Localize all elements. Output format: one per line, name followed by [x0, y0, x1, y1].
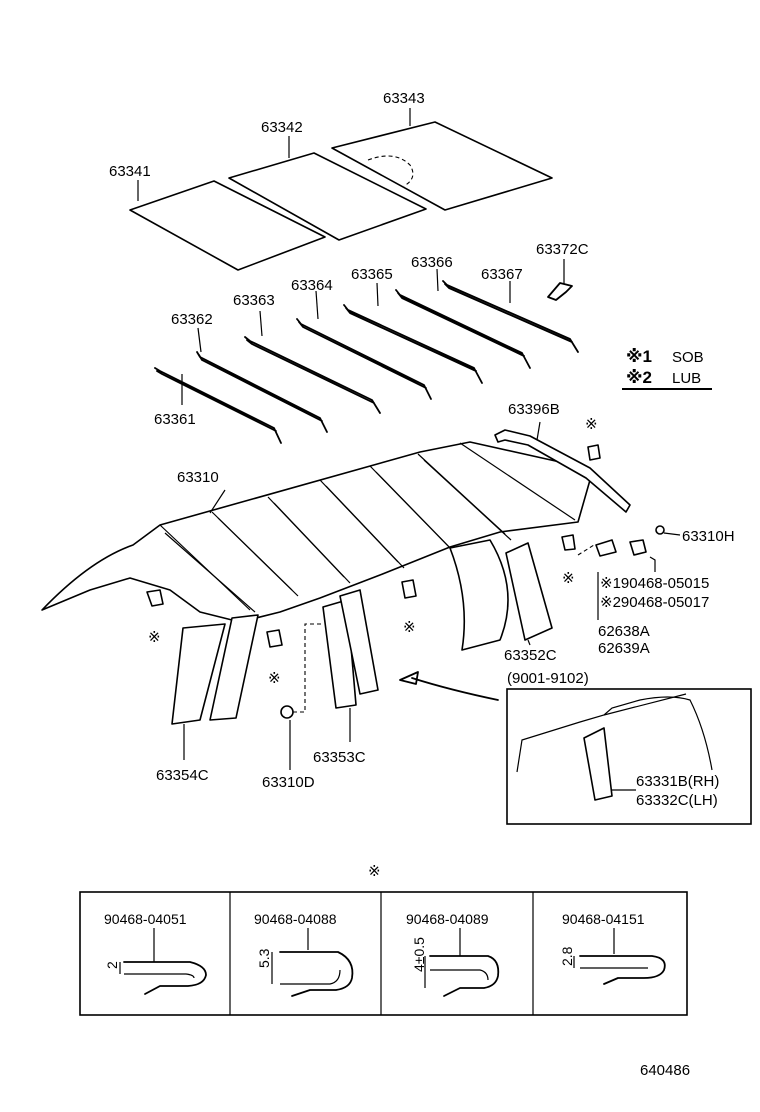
legend-mark-2: ※2 — [626, 368, 652, 387]
pad-cutout-outline — [367, 155, 414, 187]
inset-trim-63331B — [583, 727, 613, 801]
label-63332C: 63332C(LH) — [636, 792, 718, 809]
clip-E — [587, 444, 601, 461]
clip-dimension: 5.3 — [256, 948, 272, 968]
label-63361: 63361 — [154, 411, 196, 428]
inset-headlining — [516, 696, 713, 773]
clip-cell-4: 90468-04151 2.8 — [559, 911, 666, 985]
roof-wire-63363 — [244, 336, 381, 414]
label-63363: 63363 — [233, 292, 275, 309]
asterisk-marker: ※ — [562, 570, 575, 587]
asterisk-marker: ※ — [148, 629, 161, 646]
clips — [146, 444, 681, 770]
clip-dimension: 2 — [104, 961, 120, 969]
label-63372C: 63372C — [536, 241, 589, 258]
label-63366: 63366 — [411, 254, 453, 271]
label-63353C: 63353C — [313, 749, 366, 766]
trim-63354C — [171, 623, 226, 725]
clip-C — [401, 579, 417, 599]
label-63352C: 63352C — [504, 647, 557, 664]
silencer-pad-63342 — [228, 152, 427, 241]
legend-mark-1: ※1 — [626, 347, 652, 366]
label-note2: ※290468-05017 — [600, 594, 709, 611]
label-62639A: 62639A — [598, 640, 650, 657]
clip-dimension: 2.8 — [559, 946, 575, 966]
clip-cell-2: 90468-04088 5.3 — [254, 911, 354, 997]
label-63367: 63367 — [481, 266, 523, 283]
roof-wire-63372C — [547, 282, 573, 301]
label-inset-range: (9001-9102) — [507, 670, 589, 687]
asterisk-marker: ※ — [403, 619, 416, 636]
inset-arrow — [399, 671, 499, 701]
trim-side-left — [209, 614, 259, 721]
label-note1: ※190468-05015 — [600, 575, 709, 592]
silencer-pad-63343 — [331, 121, 553, 211]
clip-cell-1: 90468-04051 2 — [104, 911, 207, 995]
label-63331B: 63331B(RH) — [636, 773, 719, 790]
label-63364: 63364 — [291, 277, 333, 294]
table-asterisk: ※ — [368, 863, 381, 880]
label-63362: 63362 — [171, 311, 213, 328]
roof-rail-63396B — [494, 429, 631, 513]
clip-62639A — [629, 539, 647, 556]
legend-text-1: SOB — [672, 349, 704, 366]
label-63396B: 63396B — [508, 401, 560, 418]
label-62638A: 62638A — [598, 623, 650, 640]
clip-62638A — [595, 539, 617, 557]
table-frame — [79, 891, 688, 1016]
clip-B — [266, 629, 283, 648]
label-63310: 63310 — [177, 469, 219, 486]
inset-box: 63331B(RH) 63332C(LH) — [399, 671, 752, 825]
clip-part-number: 90468-04151 — [562, 911, 645, 927]
clip-63310H — [655, 525, 665, 535]
clip-63310D — [280, 705, 294, 719]
legend-text-2: LUB — [672, 370, 701, 387]
roof-headlining-63310 — [41, 421, 631, 760]
inset-frame — [506, 688, 752, 825]
label-63310H: 63310H — [682, 528, 735, 545]
roof-wire-63366 — [395, 289, 531, 369]
clip-spec-table: ※ 90468-04051 2 90468-04088 5.3 90468-04… — [79, 863, 688, 1016]
clip-cell-3: 90468-04089 4±0.5 — [406, 911, 500, 997]
label-63365: 63365 — [351, 266, 393, 283]
callout-labels: 63343 63342 63341 63372C 63366 63365 633… — [109, 90, 735, 791]
roof-wires — [154, 259, 579, 444]
label-63310D: 63310D — [262, 774, 315, 791]
rear-quarter-trim — [449, 539, 509, 651]
roof-silencer-pads — [129, 108, 553, 271]
roof-wire-63365 — [343, 304, 483, 384]
asterisk-markers: ※ ※ ※ ※ ※ — [148, 416, 598, 687]
trim-63352C — [505, 542, 553, 641]
silencer-pad-63341 — [129, 180, 326, 271]
clip-A — [146, 589, 164, 607]
roof-wire-63361 — [154, 367, 282, 444]
asterisk-marker: ※ — [268, 670, 281, 687]
roof-wire-63367 — [442, 280, 579, 353]
clip-D — [561, 534, 576, 551]
diagram-id: 640486 — [640, 1062, 690, 1079]
clip-part-number: 90468-04051 — [104, 911, 187, 927]
roof-wire-63364 — [296, 318, 432, 400]
clip-dimension: 4±0.5 — [411, 937, 427, 972]
label-63354C: 63354C — [156, 767, 209, 784]
clip-part-number: 90468-04088 — [254, 911, 337, 927]
label-63343: 63343 — [383, 90, 425, 107]
asterisk-marker: ※ — [585, 416, 598, 433]
clip-part-number: 90468-04089 — [406, 911, 489, 927]
roof-wire-63362 — [196, 351, 328, 433]
trim-mid — [339, 589, 379, 695]
label-63341: 63341 — [109, 163, 151, 180]
label-63342: 63342 — [261, 119, 303, 136]
legend: ※1 SOB ※2 LUB — [622, 347, 712, 390]
